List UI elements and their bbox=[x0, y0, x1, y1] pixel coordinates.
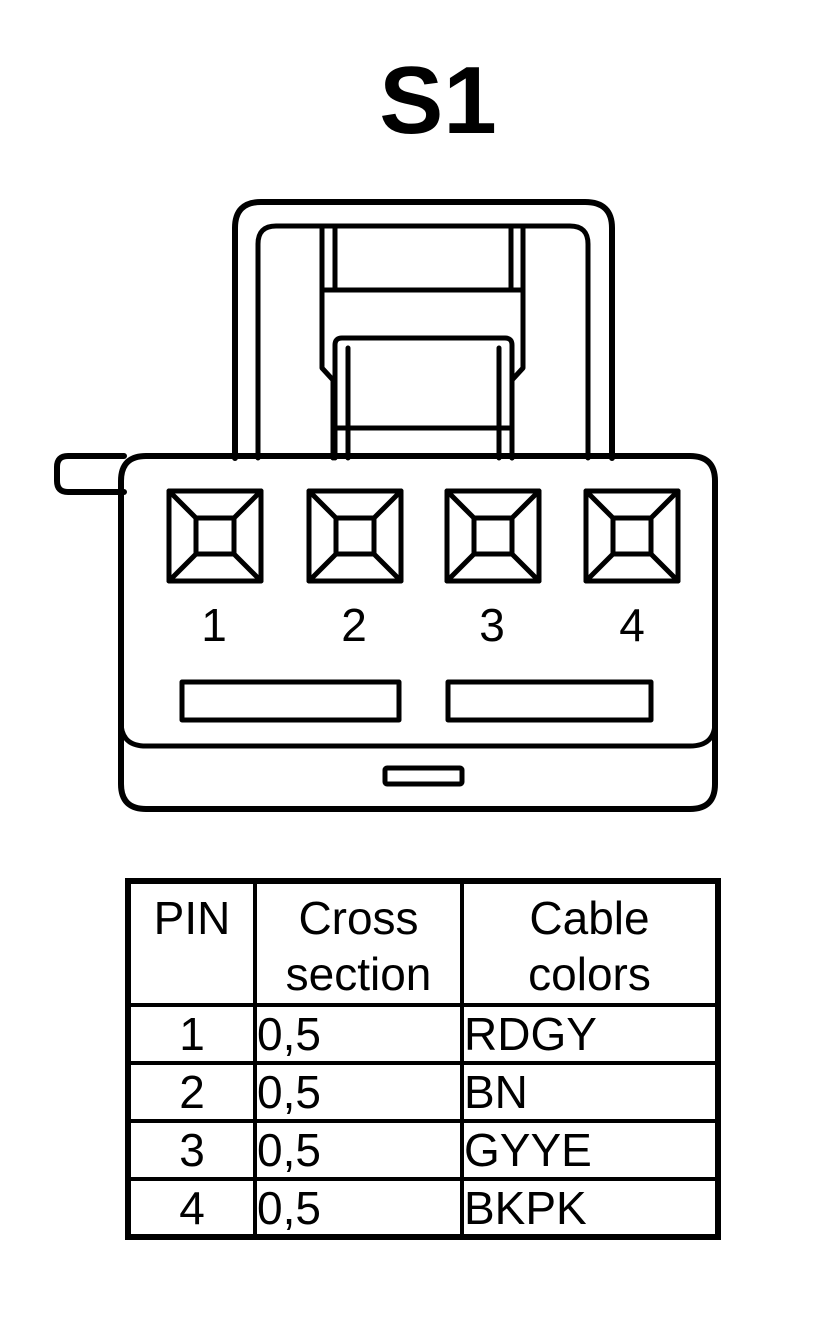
header-pin: PIN bbox=[126, 879, 257, 1007]
latch-tongue-inner-detail bbox=[332, 345, 515, 461]
table-row: 3 0,5 GYYE bbox=[126, 1119, 720, 1181]
pin-cavity-1 bbox=[166, 488, 264, 584]
latch-tongue-rails bbox=[319, 225, 526, 293]
connector-title: S1 bbox=[379, 47, 496, 154]
pin-cavity-4 bbox=[583, 488, 681, 584]
latch-frame-inner bbox=[255, 223, 591, 461]
pin-label-1: 1 bbox=[201, 599, 227, 651]
connector-body bbox=[118, 453, 718, 812]
row-cross-section: 0,5 bbox=[253, 1119, 464, 1181]
header-color-line1: Cable bbox=[529, 892, 650, 944]
table-row: 1 0,5 RDGY bbox=[126, 1003, 720, 1065]
table-row: 4 0,5 BKPK bbox=[126, 1177, 720, 1239]
pin-cavity-2 bbox=[306, 488, 404, 584]
row-cross-section: 0,5 bbox=[253, 1061, 464, 1123]
header-pin-label: PIN bbox=[153, 892, 231, 944]
row-pin: 4 bbox=[126, 1177, 257, 1239]
latch-tongue-inner bbox=[332, 335, 515, 461]
header-cross-section: Cross section bbox=[253, 879, 464, 1007]
connector-base-line bbox=[118, 719, 718, 749]
row-pin: 3 bbox=[126, 1119, 257, 1181]
pin-label-4: 4 bbox=[619, 599, 645, 651]
side-tab bbox=[54, 453, 127, 495]
pin-label-3: 3 bbox=[479, 599, 505, 651]
latch-tongue-outer bbox=[319, 287, 526, 461]
coding-slot-right bbox=[445, 679, 654, 723]
header-color-line2: colors bbox=[528, 948, 651, 1000]
pin-assignment-table: PIN Cross section Cable colors 1 0,5 RDG… bbox=[125, 878, 721, 1240]
header-cross-line2: section bbox=[285, 948, 432, 1000]
row-cable-color: BKPK bbox=[460, 1177, 720, 1239]
row-cross-section: 0,5 bbox=[253, 1003, 464, 1065]
row-pin: 2 bbox=[126, 1061, 257, 1123]
table-row: 2 0,5 BN bbox=[126, 1061, 720, 1123]
row-cross-section: 0,5 bbox=[253, 1177, 464, 1239]
row-pin: 1 bbox=[126, 1003, 257, 1065]
table-header-row: PIN Cross section Cable colors bbox=[126, 879, 720, 1007]
pin-cavity-3 bbox=[444, 488, 542, 584]
connector-diagram: S1 bbox=[54, 47, 718, 812]
coding-slot-left bbox=[179, 679, 402, 723]
row-cable-color: GYYE bbox=[460, 1119, 720, 1181]
header-cross-line1: Cross bbox=[298, 892, 419, 944]
pin-label-2: 2 bbox=[341, 599, 367, 651]
row-cable-color: BN bbox=[460, 1061, 720, 1123]
row-cable-color: RDGY bbox=[460, 1003, 720, 1065]
header-cable-colors: Cable colors bbox=[460, 879, 720, 1007]
latch-frame-outer bbox=[232, 199, 615, 461]
base-slot bbox=[382, 765, 465, 787]
